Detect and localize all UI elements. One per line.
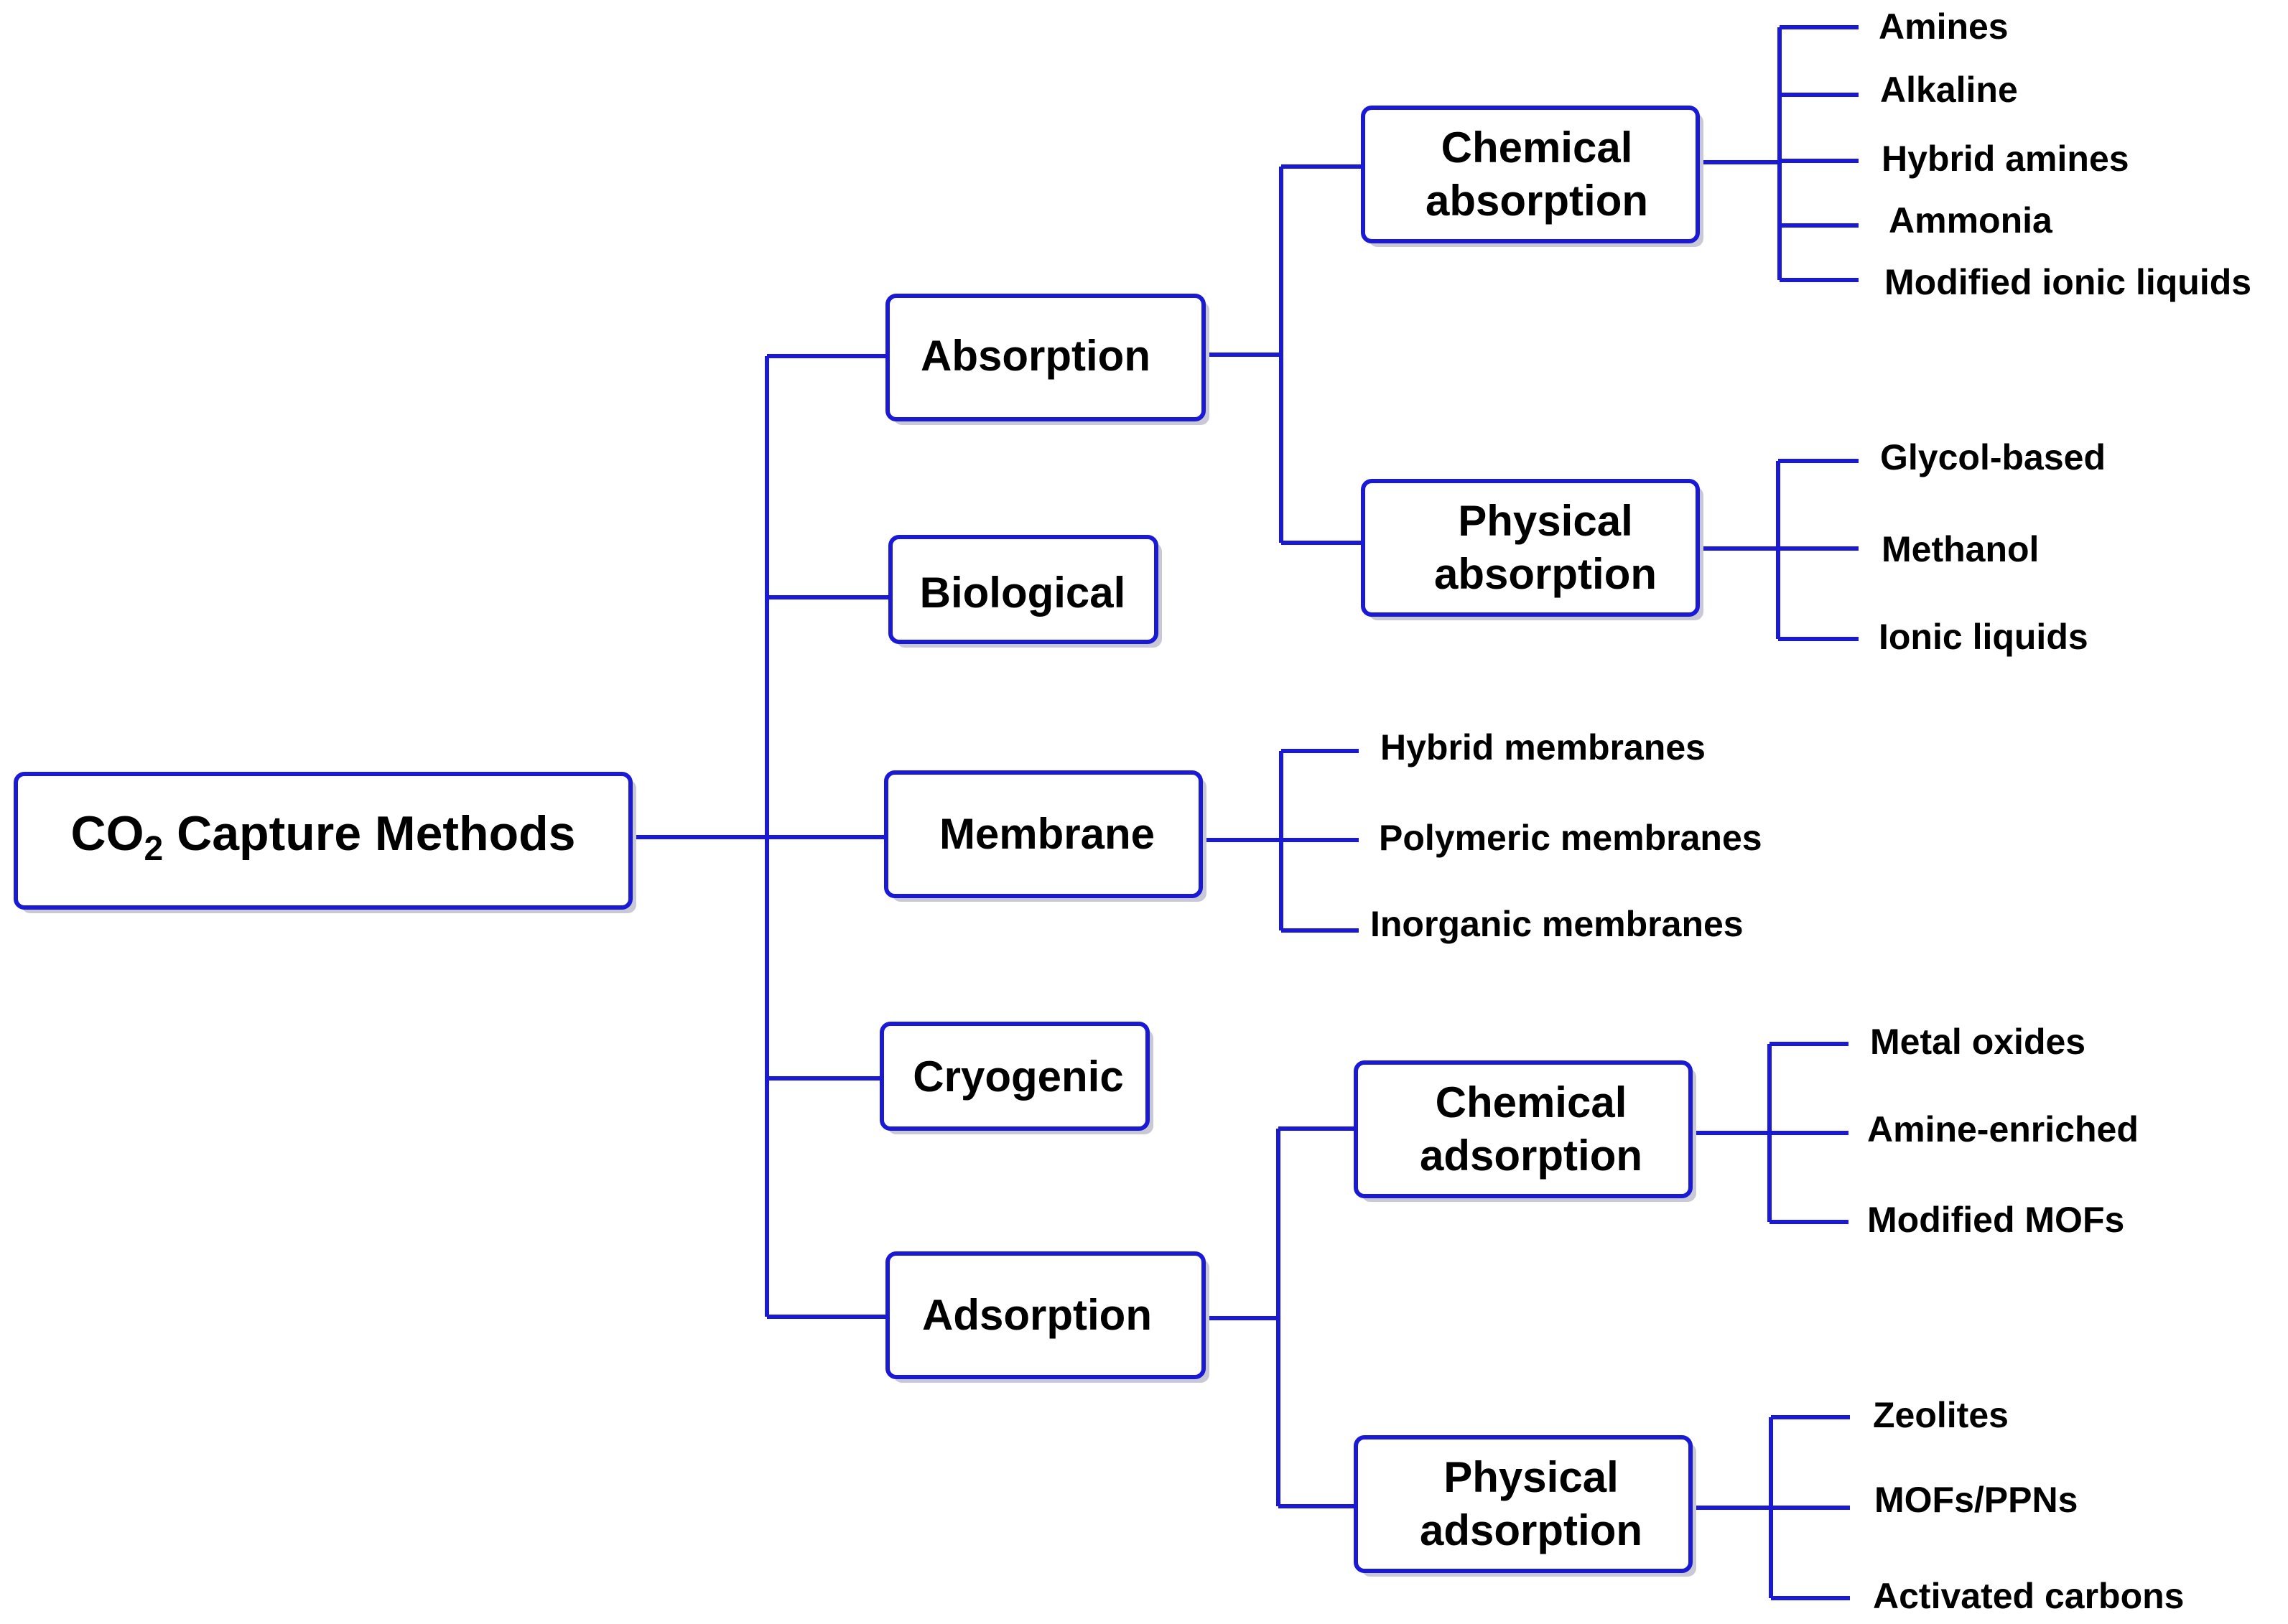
leaf-ionic-liquids: Ionic liquids bbox=[1879, 617, 2088, 657]
absorption-box bbox=[885, 294, 1206, 421]
connector-lines bbox=[632, 25, 1859, 1600]
leaf-alkaline: Alkaline bbox=[1880, 70, 2018, 110]
membrane-box bbox=[884, 770, 1203, 898]
chemical-absorption-label-line2: absorption bbox=[1426, 177, 1648, 225]
leaf-mofs-ppns: MOFs/PPNs bbox=[1874, 1480, 2078, 1520]
physical-adsorption-label-line1: Physical bbox=[1443, 1453, 1619, 1501]
leaf-zeolites: Zeolites bbox=[1873, 1395, 2009, 1435]
root-label-subscript: 2 bbox=[144, 830, 164, 868]
chemical-adsorption-label-line2: adsorption bbox=[1420, 1131, 1642, 1180]
leaf-modified-mofs: Modified MOFs bbox=[1867, 1200, 2124, 1240]
leaf-inorganic-membranes: Inorganic membranes bbox=[1370, 904, 1744, 944]
chemical-adsorption-box bbox=[1354, 1060, 1693, 1198]
root-label: CO2 Capture Methods bbox=[71, 806, 576, 868]
leaf-glycol-based: Glycol-based bbox=[1880, 437, 2106, 477]
chemical-adsorption-label-line1: Chemical bbox=[1436, 1078, 1627, 1126]
adsorption-box bbox=[885, 1251, 1206, 1379]
physical-adsorption-label-line2: adsorption bbox=[1420, 1506, 1642, 1554]
leaf-methanol: Methanol bbox=[1882, 529, 2039, 569]
cryogenic-label: Cryogenic bbox=[913, 1053, 1123, 1101]
leaf-ammonia: Ammonia bbox=[1889, 200, 2053, 241]
physical-adsorption-box bbox=[1354, 1435, 1693, 1573]
leaf-modified-ionic-liquids: Modified ionic liquids bbox=[1884, 262, 2251, 302]
physical-absorption-label-line2: absorption bbox=[1434, 550, 1657, 598]
chemical-absorption-box bbox=[1361, 106, 1700, 243]
biological-box bbox=[888, 535, 1158, 644]
adsorption-label: Adsorption bbox=[922, 1291, 1152, 1339]
leaf-amines: Amines bbox=[1879, 6, 2009, 47]
physical-absorption-label-line1: Physical bbox=[1458, 497, 1633, 545]
membrane-label: Membrane bbox=[939, 810, 1155, 858]
root-label-prefix: CO bbox=[71, 806, 144, 861]
root-box bbox=[14, 772, 633, 910]
leaf-hybrid-amines: Hybrid amines bbox=[1882, 139, 2129, 179]
biological-label: Biological bbox=[920, 569, 1126, 617]
leaf-amine-enriched: Amine-enriched bbox=[1867, 1109, 2139, 1149]
leaf-labels: Amines Alkaline Hybrid amines Ammonia Mo… bbox=[1370, 6, 2251, 1616]
absorption-label: Absorption bbox=[921, 332, 1150, 380]
leaf-metal-oxides: Metal oxides bbox=[1870, 1022, 2085, 1062]
root-label-suffix: Capture Methods bbox=[163, 806, 575, 861]
leaf-hybrid-membranes: Hybrid membranes bbox=[1380, 727, 1706, 767]
leaf-activated-carbons: Activated carbons bbox=[1873, 1576, 2184, 1616]
chemical-absorption-label-line1: Chemical bbox=[1441, 123, 1633, 172]
node-labels: CO2 Capture Methods Absorption Biologica… bbox=[71, 123, 1657, 1554]
leaf-polymeric-membranes: Polymeric membranes bbox=[1379, 818, 1762, 858]
physical-absorption-box bbox=[1361, 479, 1700, 617]
boxes bbox=[14, 106, 1703, 1577]
cryogenic-box bbox=[880, 1022, 1150, 1131]
